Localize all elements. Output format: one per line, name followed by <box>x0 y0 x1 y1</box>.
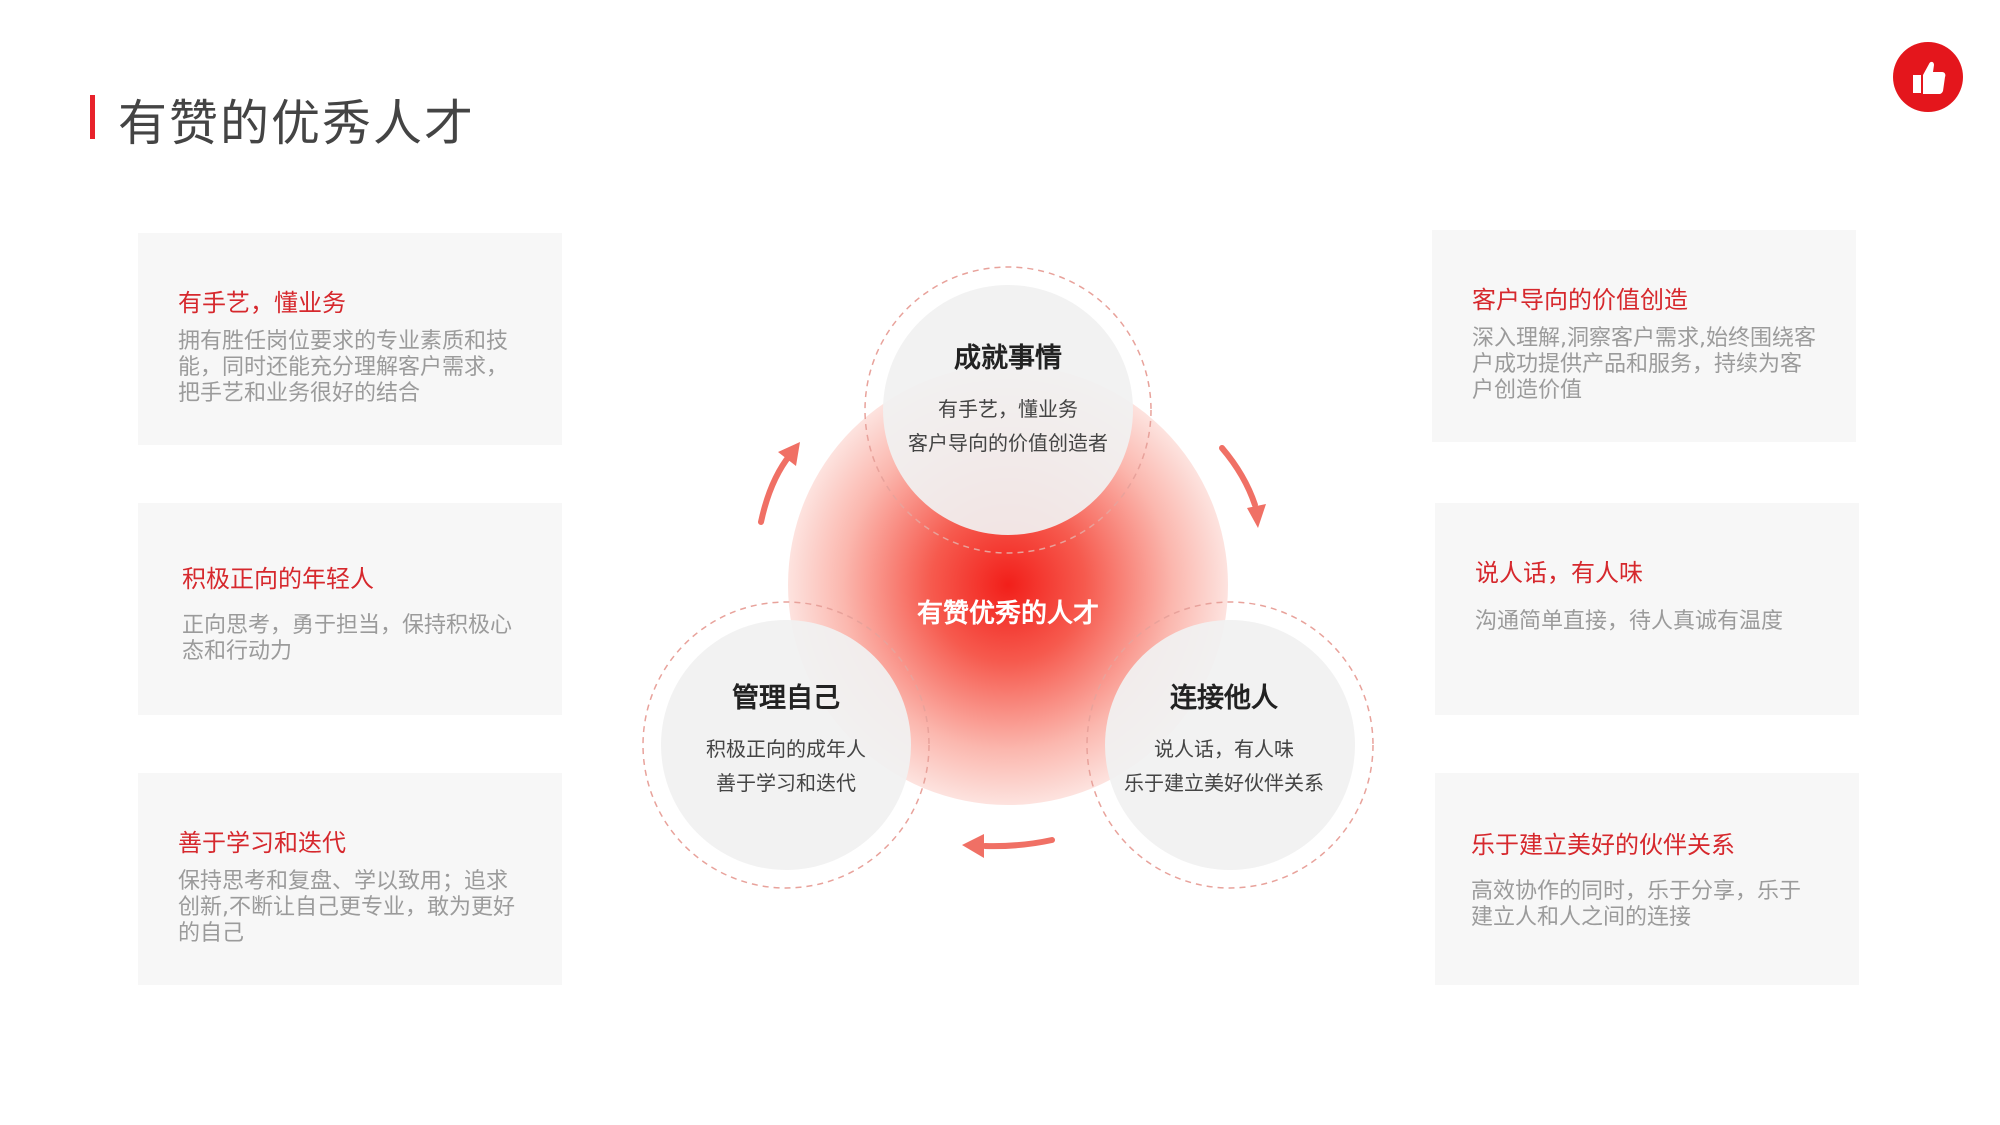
card-title: 有手艺，懂业务 <box>178 289 346 317</box>
node-top-ring <box>864 266 1152 554</box>
node-right-circle <box>1105 620 1355 870</box>
node-left-line: 善于学习和迭代 <box>716 771 856 795</box>
card-title: 说人话，有人味 <box>1475 559 1643 587</box>
cycle-arrow-right-icon <box>1219 445 1258 508</box>
cycle-arrow-left-head <box>778 442 800 466</box>
node-top-title: 成就事情 <box>954 343 1062 374</box>
node-top-circle <box>883 285 1133 535</box>
card-body: 沟通简单直接，待人真诚有温度 <box>1475 609 1784 634</box>
cycle-arrow-left-icon <box>758 452 793 525</box>
node-left-ring <box>642 601 930 889</box>
page-title: 有赞的优秀人才 <box>118 95 476 152</box>
card-partnership: 乐于建立美好的伙伴关系 高效协作的同时，乐于分享，乐于建立人和人之间的连接 <box>1435 773 1859 985</box>
card-body: 拥有胜任岗位要求的专业素质和技能，同时还能充分理解客户需求，把手艺和业务很好的结… <box>178 329 509 406</box>
card-title: 积极正向的年轻人 <box>182 565 374 593</box>
node-top-line: 有手艺，懂业务 <box>938 397 1078 421</box>
title-accent-bar <box>90 95 95 139</box>
card-plain-talk: 说人话，有人味 沟通简单直接，待人真诚有温度 <box>1435 503 1859 715</box>
node-top-line: 客户导向的价值创造者 <box>908 431 1108 455</box>
card-title: 乐于建立美好的伙伴关系 <box>1471 831 1735 859</box>
node-left-circle <box>661 620 911 870</box>
node-left-line: 积极正向的成年人 <box>706 737 866 761</box>
cycle-arrow-right-head <box>1247 504 1266 528</box>
node-right-ring <box>1086 601 1374 889</box>
center-label: 有赞优秀的人才 <box>916 599 1100 629</box>
cycle-arrow-bottom-head <box>962 834 984 858</box>
node-left-title: 管理自己 <box>732 683 840 714</box>
card-body: 高效协作的同时，乐于分享，乐于建立人和人之间的连接 <box>1471 879 1802 930</box>
card-craft-business: 有手艺，懂业务 拥有胜任岗位要求的专业素质和技能，同时还能充分理解客户需求，把手… <box>138 233 562 445</box>
node-right-title: 连接他人 <box>1170 683 1278 714</box>
card-customer-value: 客户导向的价值创造 深入理解,洞察客户需求,始终围绕客户成功提供产品和服务，持续… <box>1432 230 1856 442</box>
node-right-line: 说人话，有人味 <box>1154 737 1294 761</box>
card-body: 保持思考和复盘、学以致用；追求创新,不断让自己更专业，敢为更好的自己 <box>178 869 515 946</box>
card-title: 善于学习和迭代 <box>178 829 346 857</box>
card-body: 正向思考，勇于担当，保持积极心态和行动力 <box>182 613 513 664</box>
node-right-line: 乐于建立美好伙伴关系 <box>1124 771 1324 795</box>
thumbs-up-logo <box>1893 42 1963 112</box>
cycle-arrow-bottom-icon <box>982 837 1055 850</box>
card-positive-young: 积极正向的年轻人 正向思考，勇于担当，保持积极心态和行动力 <box>138 503 562 715</box>
card-learn-iterate: 善于学习和迭代 保持思考和复盘、学以致用；追求创新,不断让自己更专业，敢为更好的… <box>138 773 562 985</box>
card-title: 客户导向的价值创造 <box>1472 286 1688 314</box>
thumbs-up-icon <box>1913 61 1946 94</box>
card-body: 深入理解,洞察客户需求,始终围绕客户成功提供产品和服务，持续为客户创造价值 <box>1472 326 1816 403</box>
